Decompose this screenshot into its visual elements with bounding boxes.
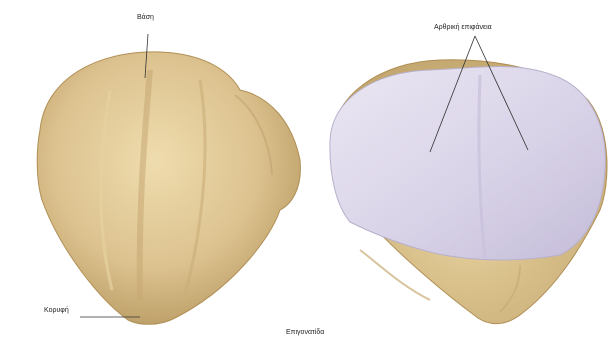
patella-posterior-view: [330, 36, 607, 324]
patella-anterior-view: [37, 34, 300, 324]
label-articular-surface: Αρθρική επιφάνεια: [434, 24, 492, 31]
articular-surface-shape: [330, 67, 605, 260]
label-apex: Κορυφή: [44, 307, 69, 314]
patella-anterior-shape: [37, 52, 300, 324]
label-base: Βάση: [137, 14, 154, 21]
figure-caption: Επιγονατίδα: [286, 329, 324, 336]
